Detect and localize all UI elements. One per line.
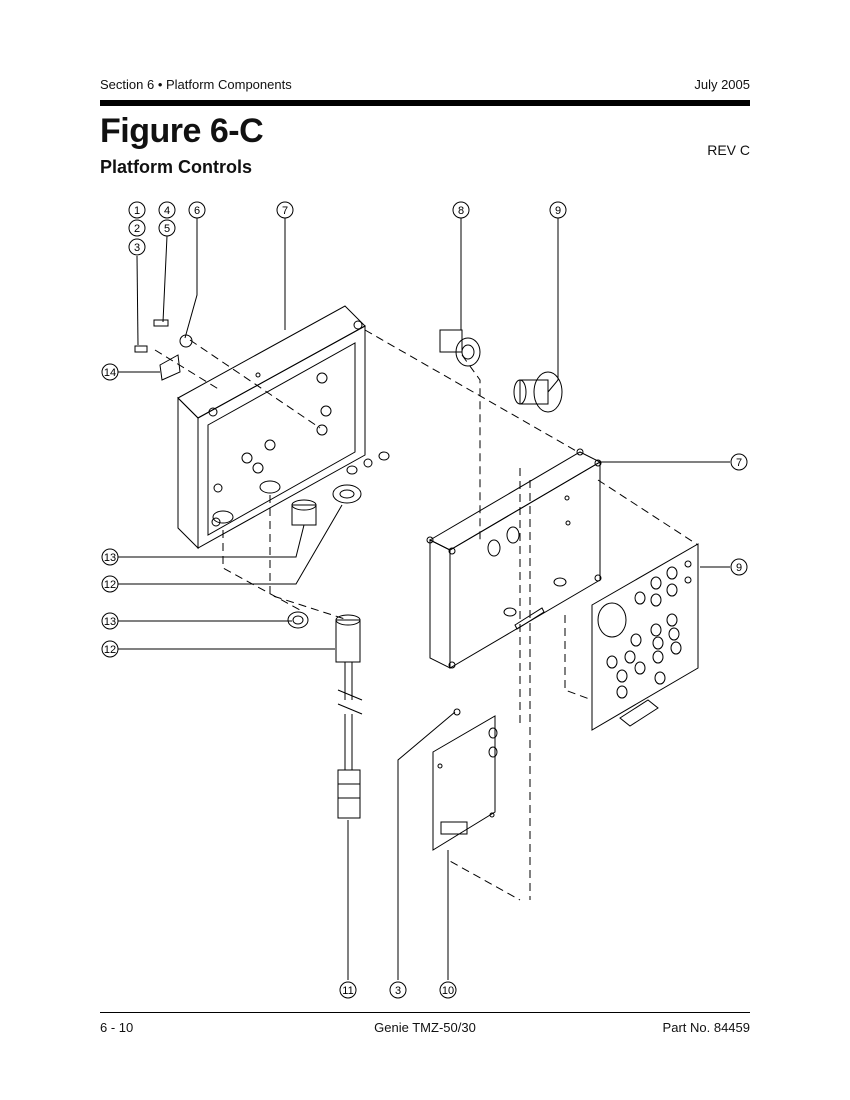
callout-12: 12 xyxy=(101,575,119,593)
callout-13: 13 xyxy=(101,548,119,566)
svg-text:1: 1 xyxy=(134,205,140,217)
callout-11: 11 xyxy=(339,981,357,999)
page-number: 6 - 10 xyxy=(100,1020,134,1035)
svg-text:2: 2 xyxy=(134,223,140,235)
svg-text:3: 3 xyxy=(134,242,140,254)
svg-text:5: 5 xyxy=(164,223,170,235)
svg-text:7: 7 xyxy=(282,205,288,217)
callout-13: 13 xyxy=(101,612,119,630)
figure-subtitle: Platform Controls xyxy=(100,157,253,177)
callout-12: 12 xyxy=(101,640,119,658)
svg-text:13: 13 xyxy=(104,616,116,628)
callout-4: 4 xyxy=(158,201,176,219)
svg-text:7: 7 xyxy=(736,457,742,469)
header-rule xyxy=(100,100,750,106)
part-number: Part No. 84459 xyxy=(662,1020,750,1035)
callout-14: 14 xyxy=(101,363,119,381)
svg-text:13: 13 xyxy=(104,552,116,564)
svg-text:9: 9 xyxy=(555,205,561,217)
callout-3: 3 xyxy=(389,981,407,999)
callout-7: 7 xyxy=(276,201,294,219)
callout-6: 6 xyxy=(188,201,206,219)
svg-text:14: 14 xyxy=(104,367,116,379)
figure-title: Figure 6-C xyxy=(100,112,264,150)
revision-label: REV C xyxy=(707,142,750,158)
callout-9: 9 xyxy=(730,558,748,576)
callout-9: 9 xyxy=(549,201,567,219)
callout-2: 2 xyxy=(128,219,146,237)
header-date: July 2005 xyxy=(694,77,750,92)
callout-10: 10 xyxy=(439,981,457,999)
svg-text:10: 10 xyxy=(442,985,454,997)
callout-7: 7 xyxy=(730,453,748,471)
model-name: Genie TMZ-50/30 xyxy=(374,1020,476,1035)
callout-5: 5 xyxy=(158,219,176,237)
svg-text:6: 6 xyxy=(194,205,200,217)
svg-text:12: 12 xyxy=(104,579,116,591)
svg-text:11: 11 xyxy=(342,985,353,997)
svg-text:9: 9 xyxy=(736,562,742,574)
svg-text:12: 12 xyxy=(104,644,116,656)
callout-3: 3 xyxy=(128,238,146,256)
svg-text:3: 3 xyxy=(395,985,401,997)
section-header: Section 6 • Platform Components xyxy=(100,77,292,92)
callout-8: 8 xyxy=(452,201,470,219)
svg-text:4: 4 xyxy=(164,205,170,217)
svg-text:8: 8 xyxy=(458,205,464,217)
footer-rule xyxy=(100,1012,750,1013)
callout-1: 1 xyxy=(128,201,146,219)
